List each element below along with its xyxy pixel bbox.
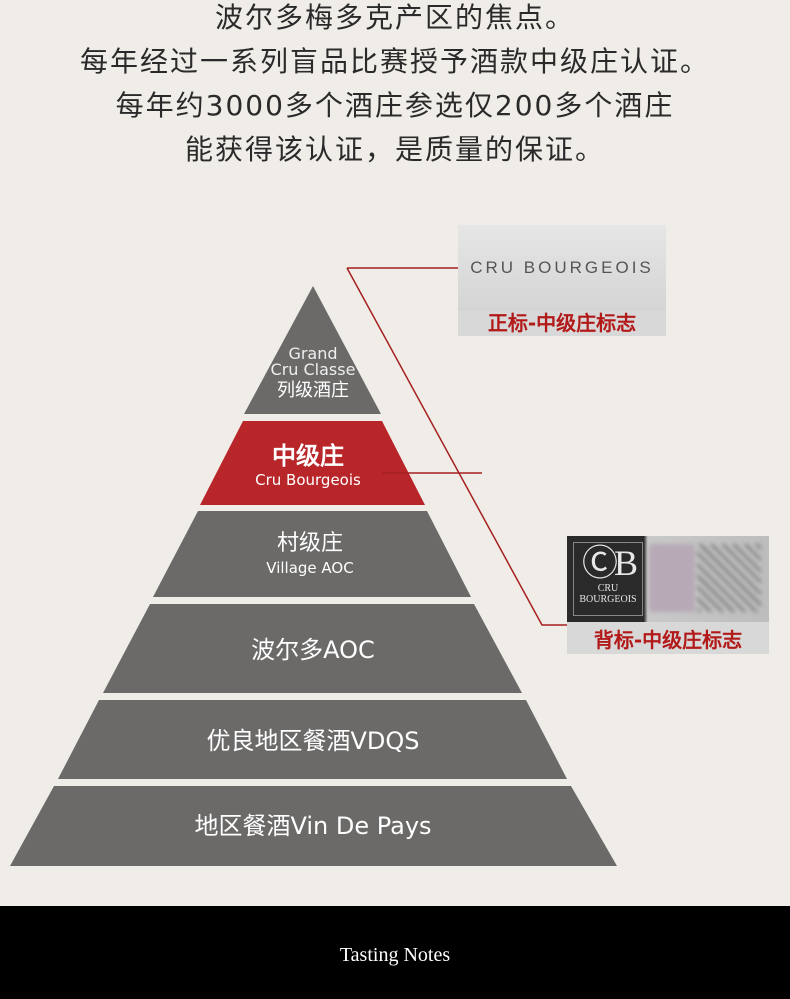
tier-grand-cru-classe	[244, 286, 381, 414]
blurred-qr-code	[697, 544, 761, 612]
cb-logo-icon: ⒸB CRU BOURGEOIS	[573, 542, 643, 616]
back-label-connector	[346, 267, 567, 626]
tier-label-cru-classe: Cru Classe	[270, 360, 356, 379]
front-label-image: CRU BOURGEOIS	[458, 225, 666, 311]
footer-bar: Tasting Notes	[0, 906, 790, 999]
tier-village-aoc	[153, 511, 471, 597]
classification-pyramid	[10, 267, 617, 866]
tier-label-village-aoc: Village AOC	[266, 559, 354, 577]
tier-label-vin-de-pays: 地区餐酒Vin De Pays	[194, 812, 432, 840]
front-label-caption: 正标-中级庄标志	[458, 311, 666, 336]
tier-label-cru-bourgeois: 中级庄 Cru Bourgeois	[213, 441, 403, 489]
tier-label-cru-bourgeois-en: Cru Bourgeois	[255, 471, 361, 489]
intro-text: 波尔多梅多克产区的焦点。 每年经过一系列盲品比赛授予酒款中级庄认证。 每年约30…	[0, 0, 790, 172]
tier-label-village: 村级庄 Village AOC	[215, 529, 405, 577]
intro-line-2: 每年经过一系列盲品比赛授予酒款中级庄认证。	[79, 45, 710, 78]
cb-logo-bourgeois: BOURGEOIS	[579, 594, 637, 605]
tier-label-lieji: 列级酒庄	[277, 380, 349, 401]
intro-line-3: 每年约3000多个酒庄参选仅200多个酒庄	[115, 89, 675, 122]
tier-vdqs	[58, 700, 567, 779]
tier-label-vdqs: 优良地区餐酒VDQS	[206, 727, 420, 755]
tier-label-bordeaux-aoc: 波尔多AOC	[251, 636, 375, 664]
footer-text: Tasting Notes	[339, 944, 451, 966]
tier-cru-bourgeois	[200, 421, 425, 505]
cb-logo-cru: CRU	[597, 583, 619, 594]
tier-vin-de-pays	[10, 786, 617, 866]
intro-line-1: 波尔多梅多克产区的焦点。	[214, 1, 575, 34]
intro-line-4: 能获得该认证，是质量的保证。	[184, 133, 605, 166]
front-label-text: CRU BOURGEOIS	[470, 258, 654, 277]
tier-bordeaux-aoc	[103, 604, 522, 693]
blurred-label-area	[649, 544, 695, 612]
back-label-card: ⒸB CRU BOURGEOIS 背标-中级庄标志	[567, 536, 769, 654]
tier-label-grand: Grand	[288, 344, 338, 363]
back-label-image: ⒸB CRU BOURGEOIS	[567, 536, 769, 622]
tier-label-zhongji: 中级庄	[272, 442, 344, 470]
tier-label-cunji: 村级庄	[276, 531, 343, 556]
cb-mark: ⒸB	[581, 543, 638, 583]
back-label-caption: 背标-中级庄标志	[567, 626, 769, 654]
front-label-card: CRU BOURGEOIS 正标-中级庄标志	[458, 225, 666, 336]
tier-label-grand-cru: Grand Cru Classe 列级酒庄	[253, 346, 373, 404]
